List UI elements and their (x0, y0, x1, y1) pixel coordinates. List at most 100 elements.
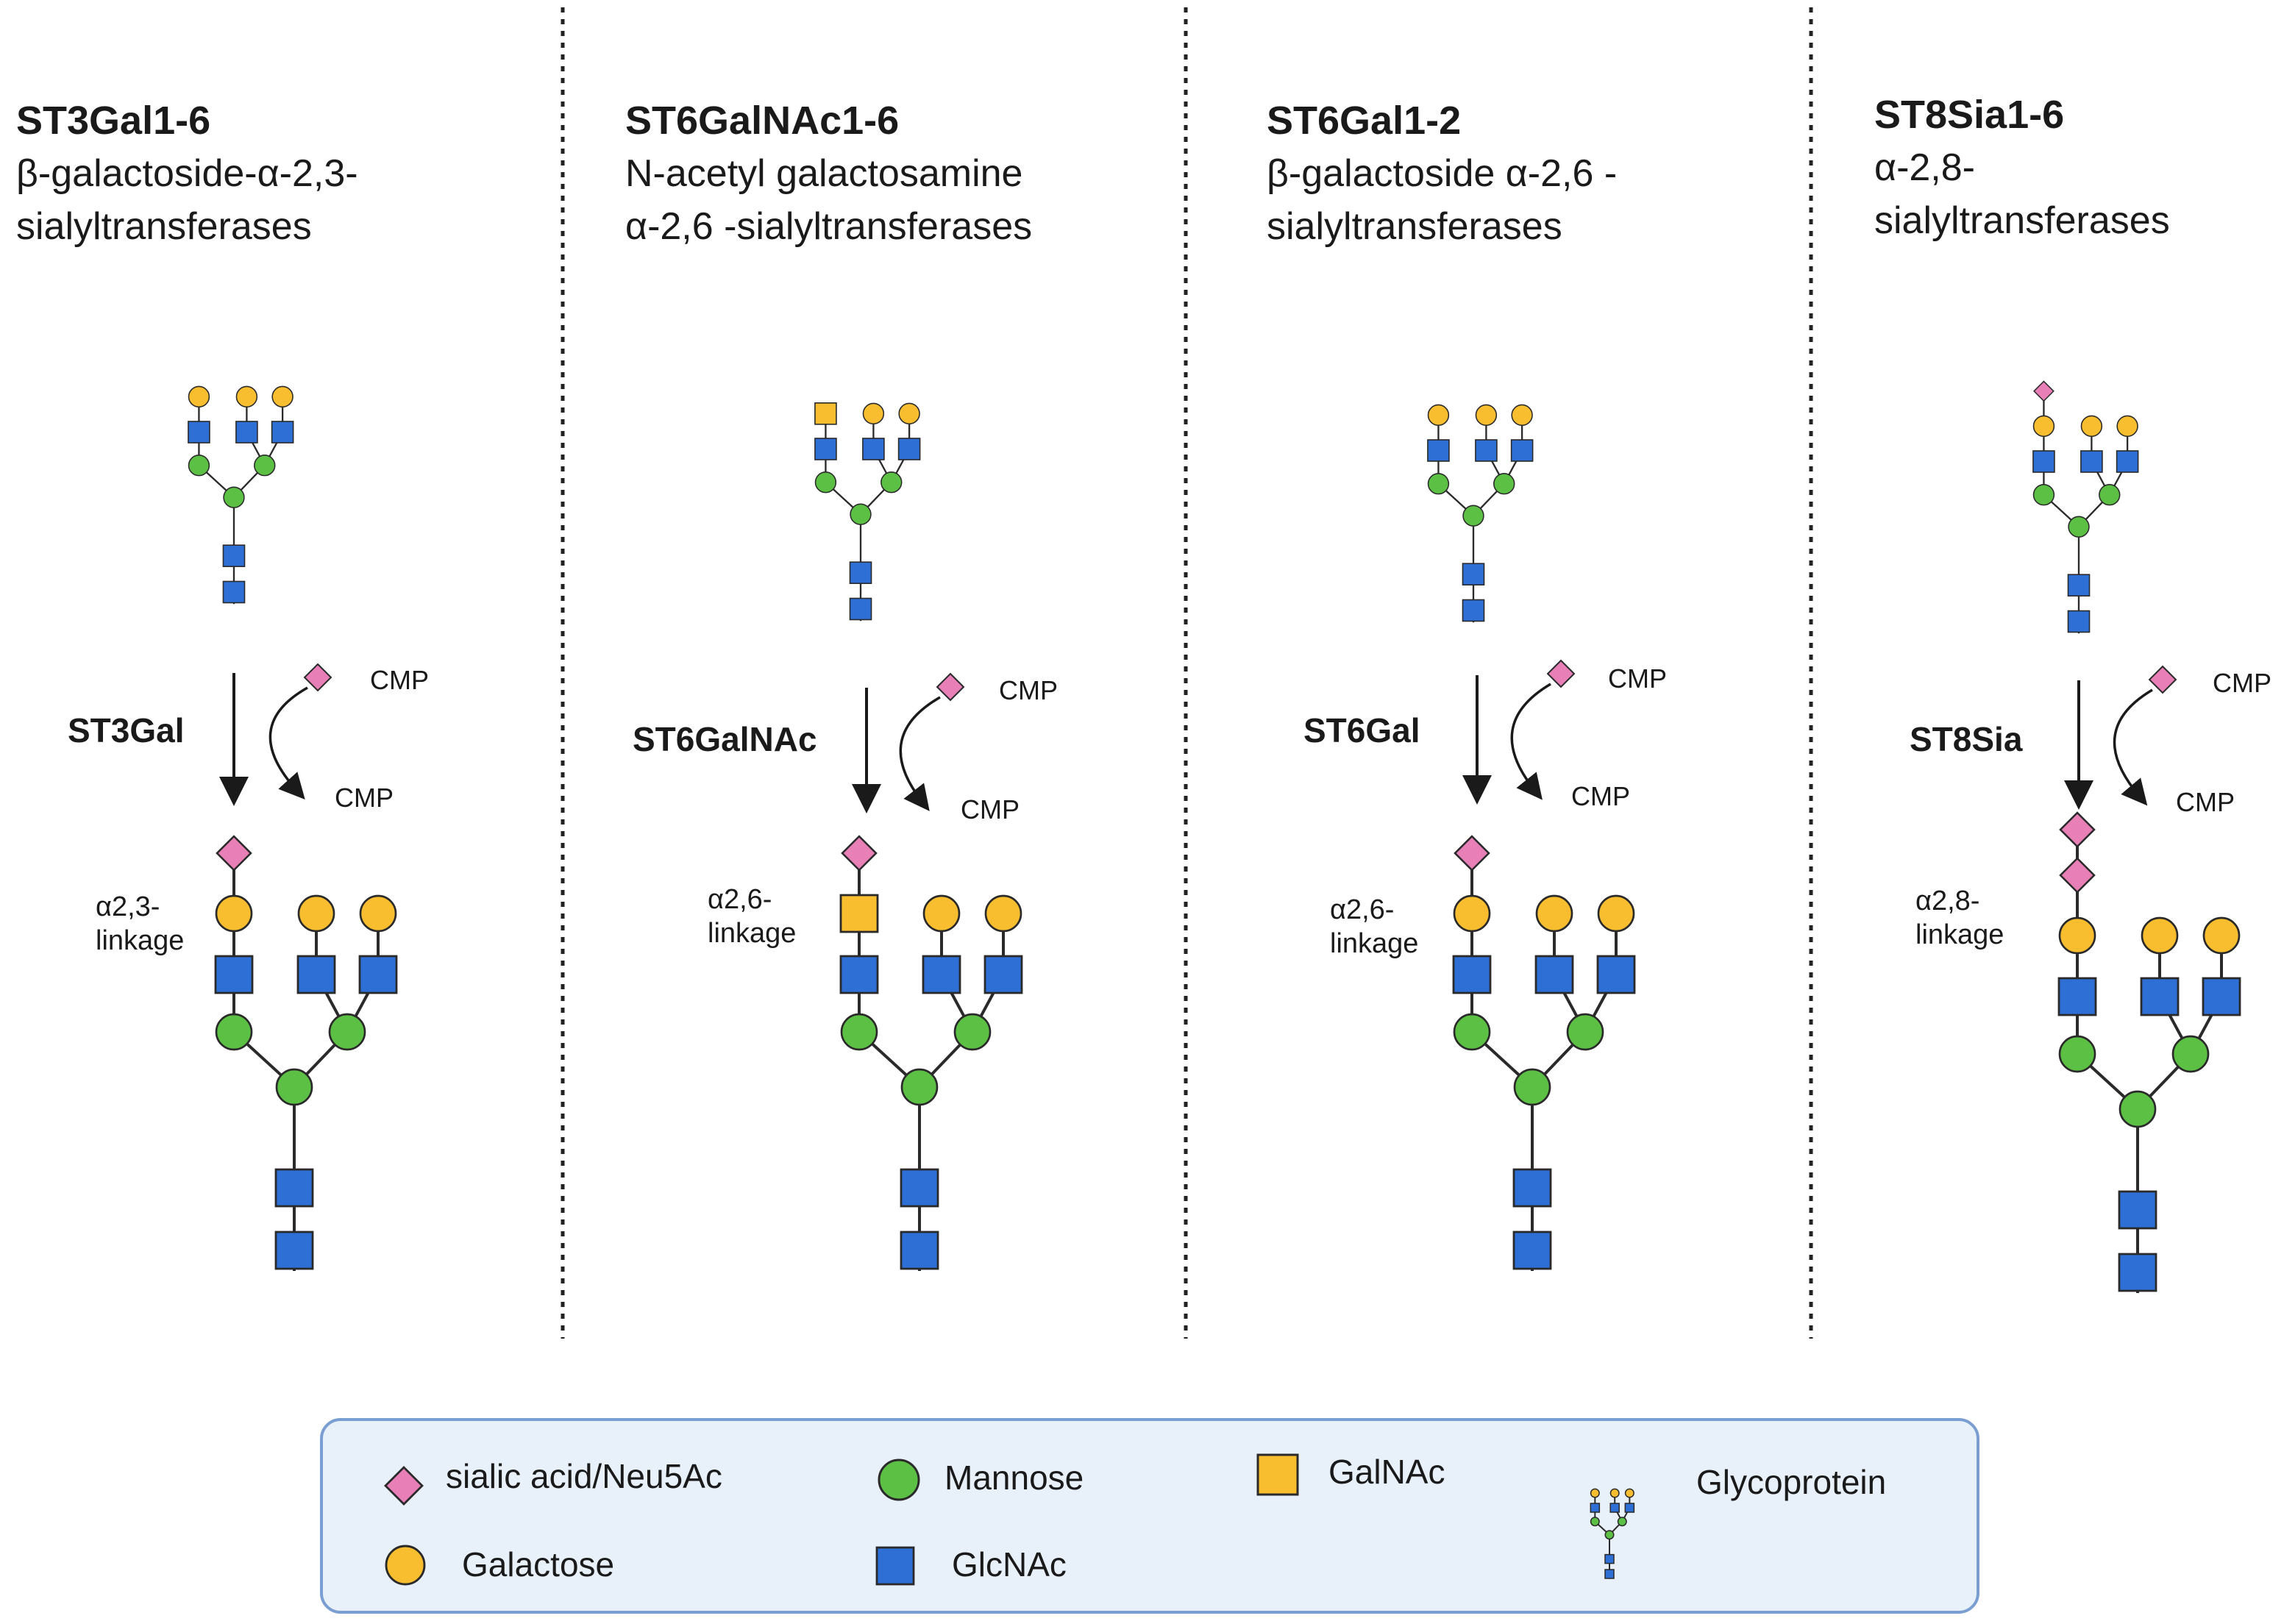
panel-subtitle-line: α-2,6 -sialyltransferases (625, 205, 1033, 248)
glcnac-node (274, 1231, 314, 1270)
glcnac-node (1624, 1503, 1635, 1513)
galactose-node (2116, 415, 2138, 438)
glcnac-node (2057, 977, 2097, 1016)
cmp-curved-arrow (899, 696, 941, 811)
glcnac-node (897, 438, 921, 460)
mannose-node (254, 455, 276, 477)
galactose-node (1453, 894, 1491, 933)
linkage-line: linkage (96, 925, 185, 956)
legend-label-galnac: GalNAc (1328, 1453, 1445, 1491)
sialic-acid-node (2033, 380, 2054, 402)
galactose-node (984, 894, 1022, 933)
cmp-curved-arrow (2113, 688, 2153, 806)
sialic-acid-node (841, 835, 878, 872)
mannose-node (1617, 1517, 1627, 1527)
glcnac-node (2032, 450, 2055, 473)
product-glycan (2057, 811, 2241, 1293)
glcnac-node (274, 1168, 314, 1208)
linkage-line: linkage (708, 918, 797, 949)
glcnac-node (1475, 439, 1498, 462)
yellow-square-icon (1256, 1453, 1299, 1496)
panel-title: ST6GalNAc1-6 (625, 99, 900, 143)
enzyme-label: ST3Gal (68, 711, 185, 749)
mannose-node (1493, 473, 1515, 495)
glcnac-node (214, 955, 254, 994)
galactose-node (1535, 894, 1573, 933)
blue-square-icon (875, 1546, 915, 1586)
reaction-step (852, 672, 965, 813)
mannose-node (1590, 1517, 1600, 1527)
sialic-acid-node (2059, 811, 2096, 848)
galactose-node (2141, 916, 2179, 955)
legend-label-galactose: Galactose (462, 1545, 615, 1584)
enzyme-label: ST6GalNAc (633, 720, 817, 758)
linkage-line: α2,6- (1330, 894, 1395, 925)
galactose-node (188, 385, 210, 408)
glcnac-node (358, 955, 398, 994)
legend-label-sialic-acid: sialic acid/Neu5Ac (446, 1457, 722, 1495)
legend-label-mannose: Mannose (944, 1459, 1084, 1497)
linkage-label: α2,8- linkage (1915, 884, 2004, 952)
mannose-node (2118, 1090, 2157, 1128)
mannose-node (1427, 473, 1450, 495)
glcnac-node (2067, 610, 2091, 633)
linkage-label: α2,6- linkage (708, 883, 796, 950)
linkage-label: α2,3- linkage (96, 890, 184, 958)
sialic-acid-node (216, 835, 252, 872)
glcnac-node (839, 955, 879, 994)
cmp-donor-label: CMP (999, 675, 1058, 705)
glcnac-node (1427, 439, 1450, 462)
cmp-curved-arrow (1510, 683, 1551, 800)
panel-title: ST3Gal1-6 (16, 99, 211, 143)
glcnac-node (922, 955, 961, 994)
pink-diamond-icon (384, 1466, 424, 1506)
galnac-node (814, 402, 837, 425)
mannose-node (1462, 505, 1484, 527)
glcnac-node (1452, 955, 1492, 994)
mannose-node (850, 503, 872, 525)
glcnac-node (814, 438, 837, 460)
glcnac-node (849, 561, 872, 585)
galactose-node (862, 402, 885, 425)
galactose-node (1475, 404, 1498, 427)
substrate-glycan (814, 402, 921, 622)
mannose-node (328, 1013, 366, 1051)
glcnac-node (271, 421, 294, 444)
cmp-product-label: CMP (1571, 781, 1630, 811)
panel-subtitle-line: sialyltransferases (1874, 199, 2170, 242)
substrate-glycan (1427, 404, 1534, 623)
galactose-node (1597, 894, 1635, 933)
panel-title: ST6Gal1-2 (1267, 99, 1462, 143)
cmp-product-label: CMP (335, 783, 394, 813)
panel-1-header: ST3Gal1-6 β-galactoside-α-2,3- sialyltra… (16, 94, 358, 253)
galactose-node (922, 894, 961, 933)
glcnac-node (862, 438, 885, 460)
cmp-curved-arrow (268, 686, 308, 800)
galactose-node (898, 402, 920, 425)
substrate-glycan (2032, 380, 2139, 634)
glcnac-node (1512, 1231, 1552, 1270)
product-glycan (839, 835, 1023, 1271)
glcnac-node (2118, 1253, 2157, 1292)
panel-2-header: ST6GalNAc1-6 N-acetyl galactosamine α-2,… (625, 94, 1032, 253)
galactose-node (2202, 916, 2241, 955)
panel-subtitle-line: sialyltransferases (1267, 205, 1562, 248)
legend-label-glycoprotein: Glycoprotein (1696, 1463, 1887, 1501)
mannose-node (2099, 484, 2121, 506)
glcnac-node (296, 955, 336, 994)
reaction-step (2064, 665, 2177, 810)
mannose-node (1513, 1068, 1551, 1106)
glcnac-node (2140, 977, 2180, 1016)
sialic-acid-node (1454, 835, 1490, 872)
glcnac-node (235, 421, 258, 444)
linkage-line: α2,8- (1915, 886, 1980, 916)
mannose-node (1604, 1530, 1615, 1540)
panel-title: ST8Sia1-6 (1874, 93, 2065, 137)
cmp-product-label: CMP (961, 794, 1020, 825)
galactose-node (2080, 415, 2103, 438)
glcnac-node (2202, 977, 2241, 1016)
sialic-acid-node (2059, 857, 2096, 894)
mannose-node (1566, 1013, 1604, 1051)
panel-subtitle-line: α-2,8- (1874, 146, 1975, 189)
panel-subtitle-line: β-galactoside-α-2,3- (16, 152, 358, 195)
